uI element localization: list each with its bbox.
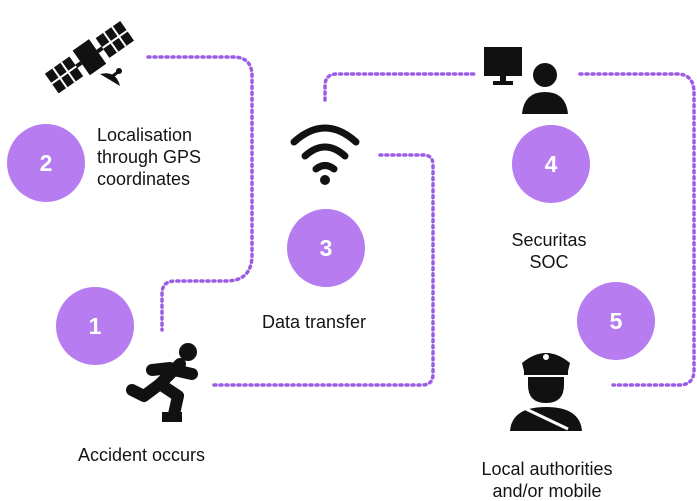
connector-soc-to-authorities bbox=[578, 72, 696, 387]
step-4-label-line-2: SOC bbox=[529, 252, 569, 272]
wifi-icon bbox=[290, 124, 360, 185]
step-2-label: Localisation through GPS coordinates bbox=[97, 124, 201, 190]
satellite-icon bbox=[44, 20, 134, 94]
running-person-icon bbox=[126, 343, 198, 422]
step-4-label: Securitas SOC bbox=[479, 229, 619, 273]
step-2-label-line-1: Localisation bbox=[97, 125, 193, 145]
step-4-label-line-1: Securitas bbox=[511, 230, 587, 250]
step-1-label: Accident occurs bbox=[78, 445, 206, 465]
step-5-circle: 5 bbox=[577, 282, 655, 360]
police-officer-icon bbox=[510, 353, 582, 431]
step-4-circle: 4 bbox=[512, 125, 590, 203]
step-2-label-line-3: coordinates bbox=[97, 169, 191, 189]
step-1-circle: 1 bbox=[56, 287, 134, 365]
step-2-label-line-2: through GPS bbox=[97, 147, 202, 167]
operator-icon bbox=[522, 63, 568, 114]
connector-satellite-to-accident bbox=[146, 55, 254, 332]
step-3-circle: 3 bbox=[287, 209, 365, 287]
connector-wifi-to-soc bbox=[323, 72, 477, 102]
step-5-label-line-2: and/or mobile bbox=[492, 481, 602, 501]
step-2-circle: 2 bbox=[7, 124, 85, 202]
monitor-icon bbox=[484, 47, 522, 85]
step-5-label-line-1: Local authorities bbox=[481, 459, 613, 479]
connector-accident-to-wifi bbox=[212, 153, 435, 387]
step-5-label: Local authorities and/or mobile bbox=[447, 458, 647, 501]
step-3-label: Data transfer bbox=[262, 312, 367, 332]
